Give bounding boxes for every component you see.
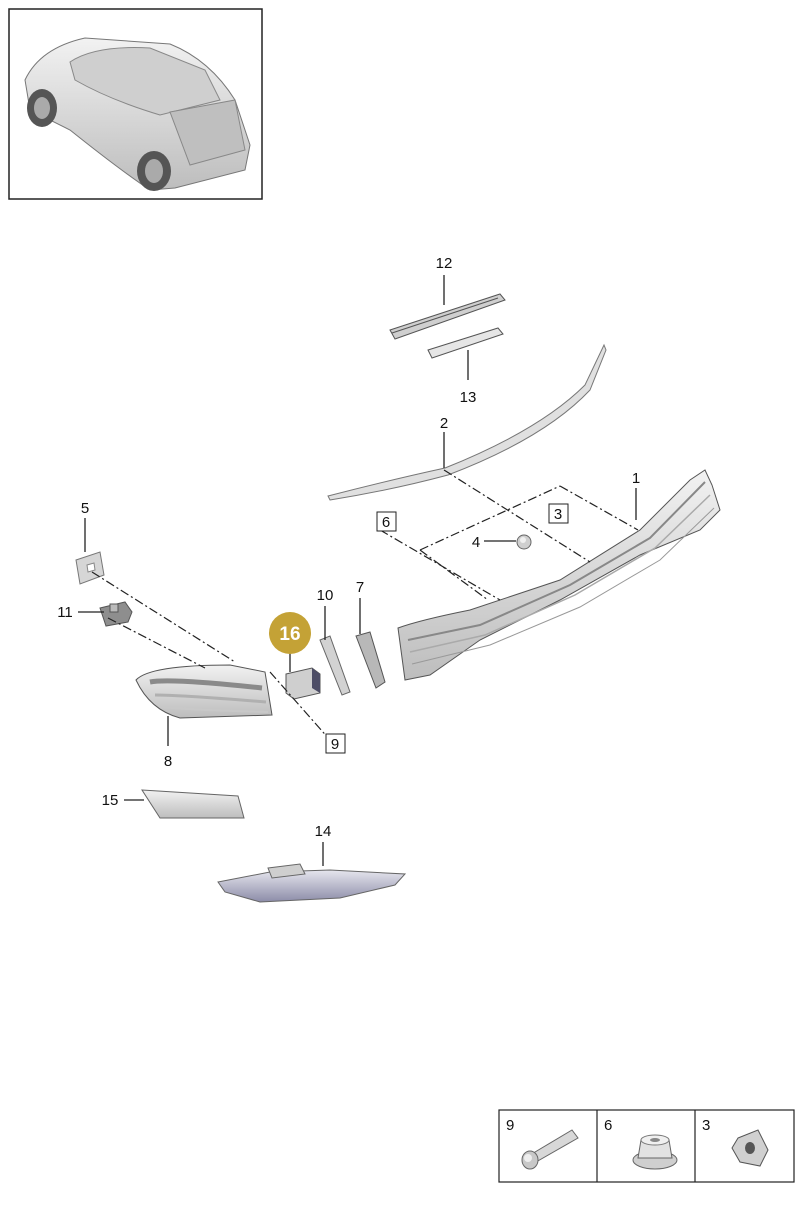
part-1-tail-light-bar[interactable] — [397, 469, 721, 681]
legend-number-6: 6 — [604, 1117, 612, 1134]
screw-icon — [521, 1129, 579, 1170]
highlight-badge-circle — [269, 612, 311, 654]
part-8-tail-light[interactable] — [135, 664, 273, 719]
boxed-callout-3: 3 — [554, 506, 562, 523]
part-15-reflector[interactable] — [141, 789, 245, 819]
legend-number-3: 3 — [702, 1117, 710, 1134]
callout-2: 2 — [440, 415, 448, 432]
callout-13: 13 — [460, 389, 477, 406]
callout-5: 5 — [81, 500, 89, 517]
callout-7: 7 — [356, 579, 364, 596]
part-4-clip[interactable] — [516, 534, 532, 550]
part-10-seal[interactable] — [319, 635, 351, 696]
leader-lines — [78, 275, 637, 866]
callout-15: 15 — [102, 792, 119, 809]
flange-nut-icon — [632, 1134, 678, 1170]
part-13-strip-cover[interactable] — [427, 327, 504, 359]
part-14-bumper-trim[interactable] — [217, 863, 407, 903]
callout-11: 11 — [57, 604, 73, 621]
vehicle-thumbnail — [8, 8, 263, 200]
callout-1: 1 — [632, 470, 640, 487]
highlight-badge-16[interactable]: 16 — [269, 612, 311, 672]
callout-10: 10 — [317, 587, 334, 604]
part-5-gasket[interactable] — [75, 551, 105, 585]
callout-8: 8 — [164, 753, 172, 770]
part-11-connector[interactable] — [99, 601, 133, 627]
boxed-callout-9-frame — [325, 733, 346, 754]
boxed-callout-6-frame — [376, 511, 397, 532]
highlight-badge-label: 16 — [279, 624, 300, 645]
part-2-seal-strip[interactable] — [327, 343, 607, 501]
boxed-callout-9: 9 — [331, 736, 339, 753]
hardware-legend: 9 6 3 — [498, 1109, 795, 1183]
callout-14: 14 — [315, 823, 332, 840]
callout-12: 12 — [436, 255, 453, 272]
assembly-lines — [91, 469, 639, 741]
legend-number-9: 9 — [506, 1117, 514, 1134]
boxed-callout-6: 6 — [382, 514, 390, 531]
car-icon — [24, 37, 251, 191]
callout-4: 4 — [472, 534, 480, 551]
part-12-light-strip[interactable] — [389, 293, 506, 340]
callouts: 1 2 4 5 7 8 10 11 12 13 14 15 — [57, 255, 640, 840]
boxed-callouts: 3 6 9 — [325, 503, 569, 754]
part-16-control-module[interactable] — [285, 667, 321, 700]
part-7-bracket[interactable] — [355, 631, 386, 689]
washer-nut-icon — [731, 1129, 769, 1167]
boxed-callout-3-frame — [548, 503, 569, 524]
